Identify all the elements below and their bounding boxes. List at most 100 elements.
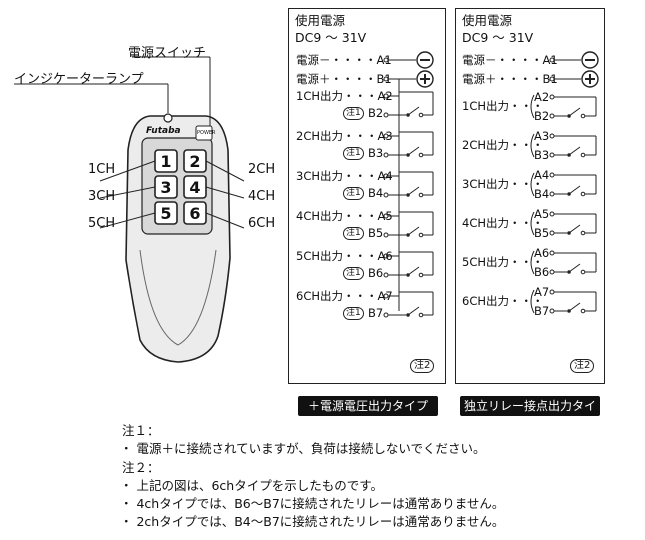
note1-marker: 注1	[343, 227, 364, 240]
panel-left-wiring	[383, 51, 434, 318]
relay-contact-part	[530, 133, 535, 158]
panel-left-row-label: 4CH出力・・・A5	[296, 209, 393, 223]
panel-left-row-label: 2CH出力・・・A3	[296, 129, 393, 143]
terminal-label: B6	[534, 265, 550, 279]
note1-marker: 注1	[343, 267, 364, 280]
ch2-label: 2CH	[248, 162, 276, 177]
panel-right-row-label: 1CH出力・・・	[462, 99, 544, 113]
terminal-label: B7	[368, 306, 384, 320]
relay-contact-part	[568, 146, 581, 156]
ch3-label: 3CH	[88, 189, 116, 204]
panel-left-row-label: 1CH出力・・・A2	[296, 89, 393, 103]
ch6-label: 6CH	[248, 216, 276, 231]
terminal-label: B3	[368, 146, 384, 160]
power-key-label: POWER	[197, 130, 216, 136]
terminal-label: B5	[534, 226, 550, 240]
relay-contact-part	[580, 230, 586, 236]
note2-line3: ・ 2chタイプでは、B4～B7に接続されたリレーは通常ありません。	[120, 514, 505, 529]
relay-contact-part	[549, 211, 555, 217]
panel-left-row-label: 5CH出力・・・A6	[296, 249, 393, 263]
panel-right-wiring	[530, 51, 599, 314]
relay-contact-part	[549, 113, 555, 119]
indicator-label: インジケーターランプ	[14, 72, 144, 87]
relay-contact-part	[580, 308, 586, 314]
relay-contact-part	[549, 250, 555, 256]
relay-contact-part	[549, 308, 555, 314]
relay-contact-part	[549, 172, 555, 178]
panel-right-title: 使用電源	[462, 13, 513, 28]
relay-contact-part	[407, 306, 420, 316]
terminal-label: A2	[534, 90, 550, 104]
relay-contact-part	[530, 250, 535, 275]
button-4[interactable]: 4	[189, 178, 201, 197]
relay-contact-part	[407, 186, 420, 196]
relay-contact-part	[568, 224, 581, 234]
terminal-label: A7	[534, 285, 550, 299]
terminal-label: B5	[368, 226, 384, 240]
ch1-label: 1CH	[88, 162, 116, 177]
relay-contact-part	[418, 192, 424, 198]
right-relay-group	[530, 94, 597, 314]
relay-contact-part	[580, 152, 586, 158]
terminal-label: B3	[534, 148, 550, 162]
panel-left-row-label: 3CH出力・・・A4	[296, 169, 393, 183]
relay-contact-part	[568, 263, 581, 273]
relay-contact-part	[580, 269, 586, 275]
relay-contact-part	[549, 152, 555, 158]
brand-logo: Futaba	[146, 126, 181, 136]
terminal-label: B2	[368, 106, 384, 120]
note1-marker: 注1	[343, 187, 364, 200]
relay-contact-part	[407, 146, 420, 156]
panel-right-row-label: 電源－・・・・A1	[462, 53, 558, 67]
panel-left-row-label: 電源＋・・・・B1	[296, 72, 392, 86]
ch4-label: 4CH	[248, 189, 276, 204]
button-6[interactable]: 6	[189, 204, 201, 223]
panel-right-row-label: 3CH出力・・・	[462, 177, 544, 191]
panel-left-voltage: DC9 ～ 31V	[295, 30, 367, 45]
note2-title: 注２：	[122, 460, 160, 475]
relay-contact-part	[530, 211, 535, 236]
power-switch-label: 電源スイッチ	[128, 46, 207, 61]
note1-marker: 注1	[343, 307, 364, 320]
button-3[interactable]: 3	[160, 178, 172, 197]
note1-title: 注１：	[122, 423, 160, 438]
terminal-label: A3	[534, 129, 550, 143]
relay-contact-part	[549, 94, 555, 100]
panel-left-caption: ＋電源電圧出力タイプ	[298, 396, 438, 416]
relay-contact-part	[383, 272, 389, 278]
relay-contact-part	[407, 106, 420, 116]
panel-left-title: 使用電源	[295, 13, 346, 28]
relay-contact-part	[383, 192, 389, 198]
relay-contact-part	[568, 185, 581, 195]
panel-left-row-label: 6CH出力・・・A7	[296, 289, 393, 303]
button-5[interactable]: 5	[160, 204, 172, 223]
relay-contact-part	[418, 312, 424, 318]
relay-contact-part	[383, 112, 389, 118]
relay-contact-part	[549, 289, 555, 295]
relay-contact-part	[530, 172, 535, 197]
button-1[interactable]: 1	[160, 152, 172, 171]
terminal-label: B4	[534, 187, 550, 201]
relay-contact-part	[418, 112, 424, 118]
button-2[interactable]: 2	[189, 152, 201, 171]
relay-contact-part	[549, 191, 555, 197]
left-relay-group	[383, 91, 434, 318]
panel-right-row-label: 電源＋・・・・B1	[462, 72, 558, 86]
panel-right-voltage: DC9 ～ 31V	[462, 30, 534, 45]
indicator-lamp	[163, 113, 173, 123]
relay-contact-part	[418, 152, 424, 158]
relay-contact-part	[580, 113, 586, 119]
note1-marker: 注1	[343, 147, 364, 160]
relay-contact-part	[407, 226, 420, 236]
terminal-label: B6	[368, 266, 384, 280]
note2-line1: ・ 上記の図は、6chタイプを示したものです。	[120, 478, 383, 493]
panel-right-footnote: 注2	[570, 359, 595, 373]
panel-left-row-label: 電源－・・・・A1	[296, 53, 392, 67]
panel-right-row-label: 4CH出力・・・	[462, 216, 544, 230]
relay-contact-part	[580, 191, 586, 197]
relay-contact-part	[549, 230, 555, 236]
panel-right-row-label: 5CH出力・・・	[462, 255, 544, 269]
relay-contact-part	[418, 232, 424, 238]
panel-right-row-label: 2CH出力・・・	[462, 138, 544, 152]
